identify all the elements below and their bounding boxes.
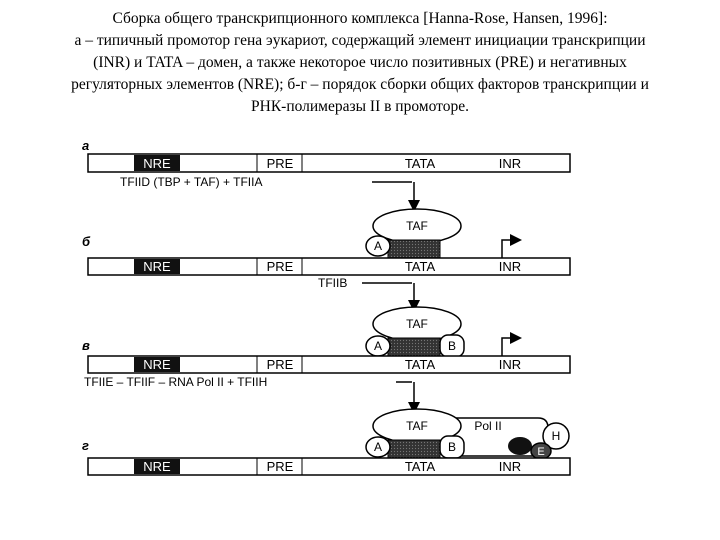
nre-label: NRE [143,357,171,372]
tfiie-label: E [537,446,544,458]
tbp-box [387,337,441,357]
step1-label: TFIID (TBP + TAF) + TFIIA [120,175,262,189]
start-arrow-icon [501,234,522,258]
nre-label: NRE [143,259,171,274]
tfiia-circle [365,436,391,458]
promoter-bar-d: NRE PRE TATA INR [87,457,571,476]
inr-label: INR [499,459,521,474]
panel-label-b: б [82,234,91,249]
tata-label: TATA [405,357,436,372]
tfiia-circle [365,235,391,257]
caption: Сборка общего транскрипционного комплекс… [10,8,710,118]
tfiih-circle [542,422,570,450]
pre-label: PRE [267,259,294,274]
panel-label-c: в [82,338,90,353]
tfiib-label: B [448,339,456,353]
tfiih-label: H [552,429,561,443]
tfiib-label: B [448,440,456,454]
pre-label: PRE [267,357,294,372]
start-arrow-icon [501,332,522,356]
step2-label: TFIIB [318,276,347,290]
caption-line: а – типичный промотор гена эукариот, сод… [74,32,646,49]
tbp-box [387,439,441,459]
inr-label: INR [499,259,521,274]
pre-label: PRE [267,156,294,171]
inr-label: INR [499,357,521,372]
nre-label: NRE [143,156,171,171]
panel-label-a: а [82,138,89,153]
step3-label: TFIIE – TFIIF – RNA Pol II + TFIIH [84,375,267,389]
promoter-bar-b: NRE PRE TATA INR [87,257,571,276]
tfiif-blob [508,437,532,455]
taf-label: TAF [406,419,428,433]
tfiia-label: A [374,339,382,353]
nre-box [134,459,180,474]
tata-label: TATA [405,259,436,274]
promoter-bar-a: NRE PRE TATA INR [87,153,571,173]
tfiia-label: A [374,440,382,454]
caption-title: Сборка общего транскрипционного комплекс… [112,10,608,27]
taf-label: TAF [406,219,428,233]
tata-label: TATA [405,459,436,474]
promoter-bar-c: NRE PRE TATA INR [87,355,571,374]
tfiia-label: A [374,239,382,253]
pre-label: PRE [267,459,294,474]
nre-label: NRE [143,459,171,474]
pol-ii-label: Pol II [474,419,501,433]
nre-box [134,357,180,372]
caption-line: РНК-полимеразы II в промоторе. [251,98,469,115]
taf-label: TAF [406,317,428,331]
caption-line: регуляторных элементов (NRE); б-г – поря… [71,76,649,93]
inr-label: INR [499,156,521,171]
tata-label: TATA [405,156,436,171]
caption-line: (INR) и TATA – домен, а также некоторое … [93,54,627,71]
panel-label-d: г [82,438,89,453]
tbp-box [387,239,441,259]
nre-box [134,259,180,274]
nre-box [134,155,180,171]
